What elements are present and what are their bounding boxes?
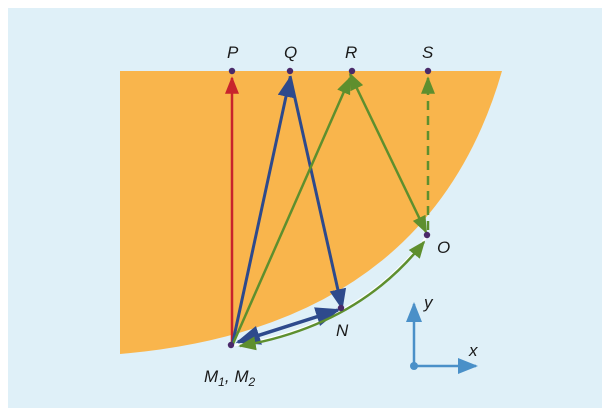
ray-green-O-along-curve-to-M — [238, 240, 426, 351]
point-Q — [286, 67, 294, 75]
medium-region — [120, 71, 502, 354]
point-S — [424, 67, 432, 75]
ray-green-R-to-O — [348, 72, 428, 234]
label-S: S — [422, 43, 434, 62]
reflection-diagram: P Q R S O N M1, M2 y x — [120, 43, 502, 389]
point-O — [423, 231, 431, 239]
point-R — [348, 67, 356, 75]
x-axis-label: x — [468, 341, 478, 360]
point-N — [337, 304, 345, 312]
label-N: N — [336, 321, 349, 340]
diagram-frame: P Q R S O N M1, M2 y x — [8, 8, 602, 408]
axes-origin — [410, 362, 418, 370]
label-M1-M2: M1, M2 — [204, 367, 255, 389]
label-P: P — [227, 43, 239, 62]
label-Q: Q — [284, 43, 297, 62]
y-axis-label: y — [423, 293, 434, 312]
point-M — [227, 341, 235, 349]
label-O: O — [437, 238, 450, 257]
label-R: R — [345, 43, 357, 62]
point-P — [228, 67, 236, 75]
